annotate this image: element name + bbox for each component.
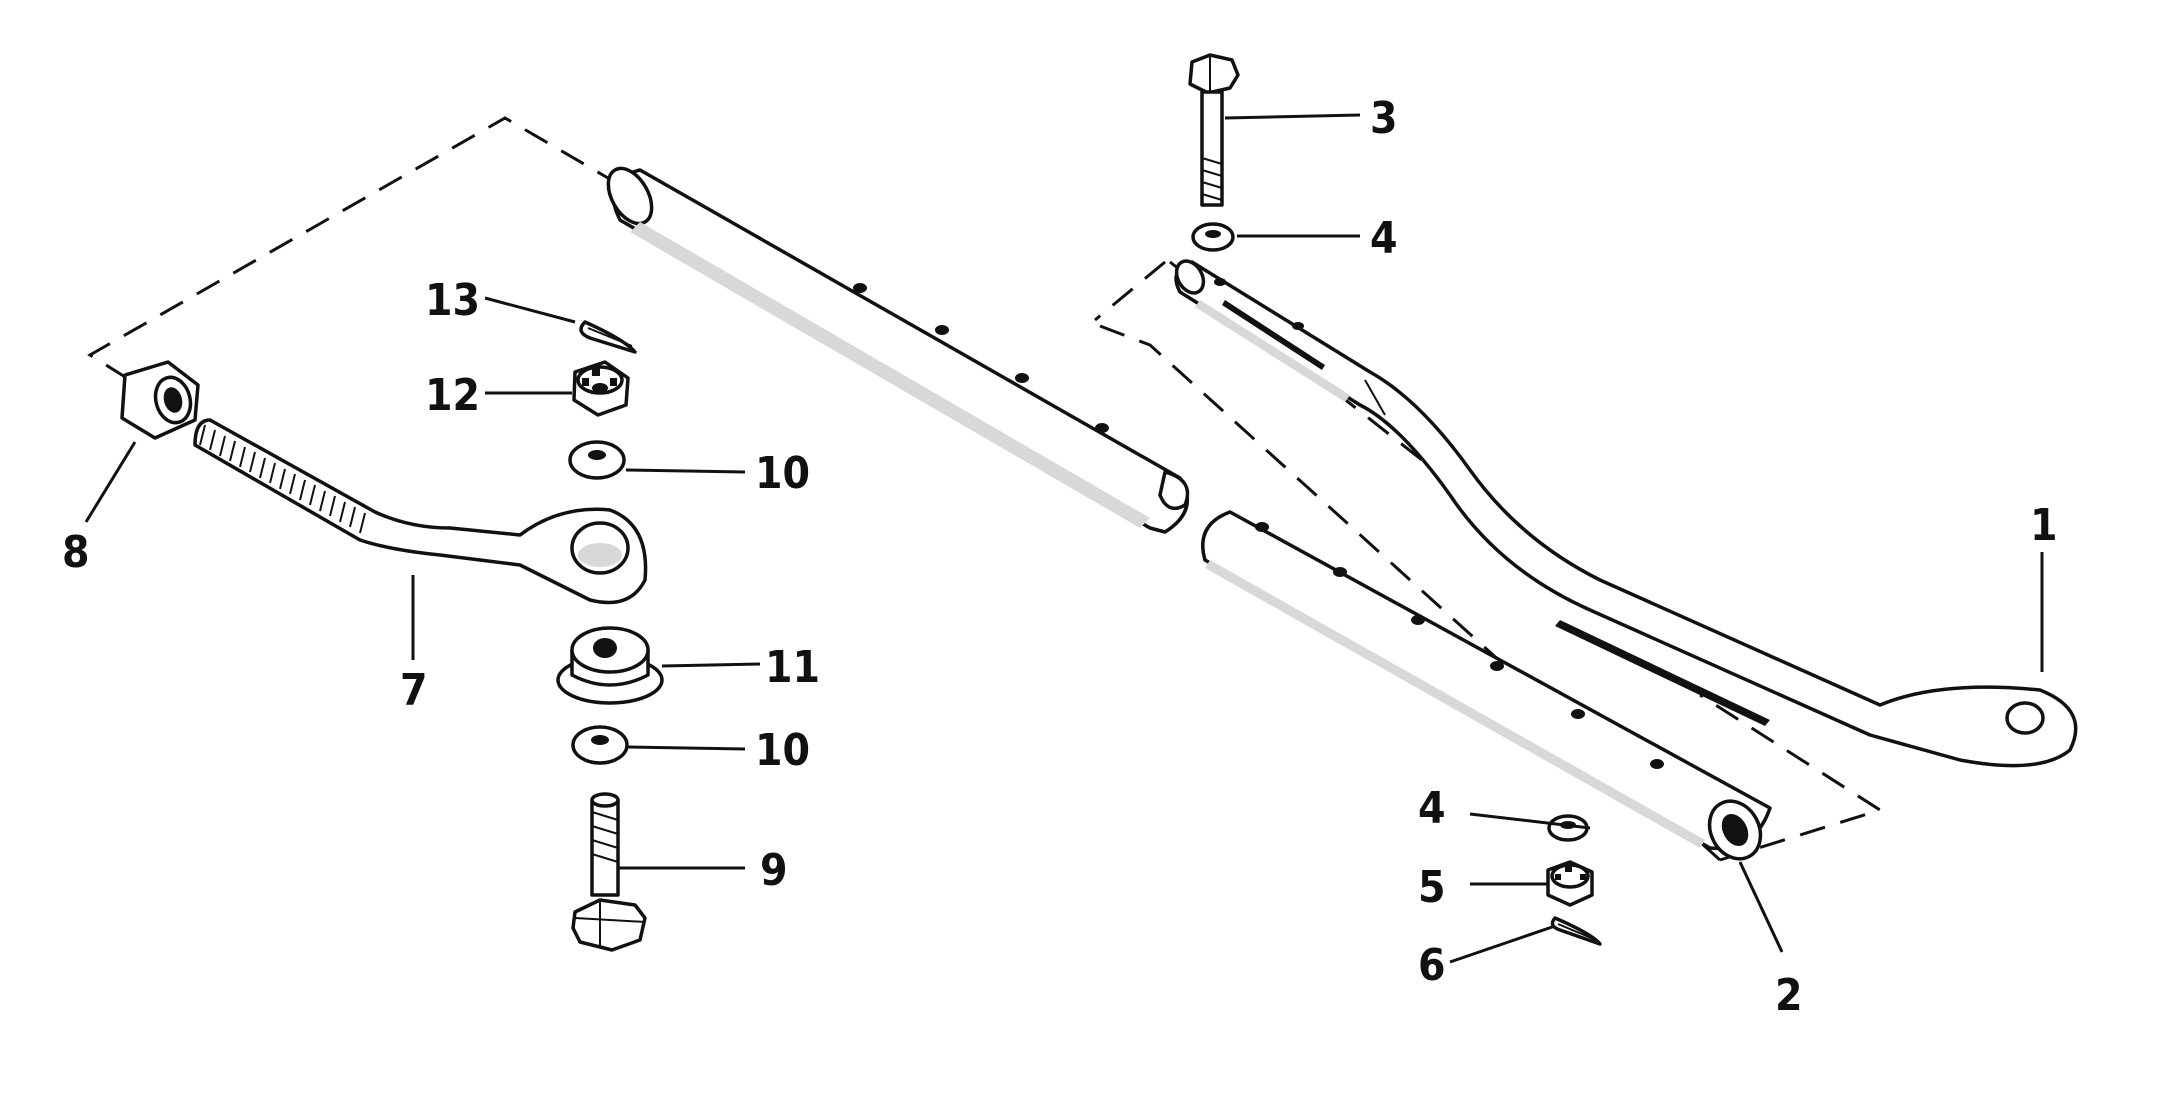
callout-4-lower: 4	[1418, 783, 1446, 834]
callout-10-upper: 10	[755, 448, 810, 499]
callout-4-upper: 4	[1370, 213, 1398, 264]
callout-10-lower: 10	[755, 725, 810, 776]
castle-nut-lower	[1546, 860, 1594, 907]
cotter-pin-upper	[579, 320, 637, 354]
hex-nut	[120, 360, 200, 440]
washer-upper	[568, 440, 626, 480]
threaded-eye-bolt	[193, 418, 648, 605]
bolt-lower	[571, 792, 647, 952]
callout-6: 6	[1418, 940, 1446, 991]
tube-upper-section	[606, 166, 1190, 534]
leader-lines	[84, 113, 2044, 964]
callout-2: 2	[1775, 970, 1803, 1021]
callout-labels: 1 2 3 4 4 5 6 7 8 9 10 10 11 12 13	[62, 93, 2058, 1021]
bolt-upper	[1188, 53, 1240, 207]
castle-nut-upper	[572, 360, 630, 417]
callout-9: 9	[760, 845, 788, 896]
callout-8: 8	[62, 527, 90, 578]
callout-3: 3	[1370, 93, 1398, 144]
callout-5: 5	[1418, 862, 1446, 913]
callout-7: 7	[400, 665, 428, 716]
callout-13: 13	[425, 275, 480, 326]
callout-1: 1	[2030, 500, 2058, 551]
bushing	[556, 626, 664, 705]
steering-link-rod	[1174, 259, 2078, 768]
tube-lower-section	[1201, 510, 1772, 861]
callout-12: 12	[425, 370, 480, 421]
callout-11: 11	[765, 642, 820, 693]
bolt-threads	[199, 424, 366, 534]
lock-washer-upper	[1191, 222, 1235, 252]
washer-lower	[571, 725, 629, 765]
cotter-pin-lower	[1550, 916, 1602, 946]
